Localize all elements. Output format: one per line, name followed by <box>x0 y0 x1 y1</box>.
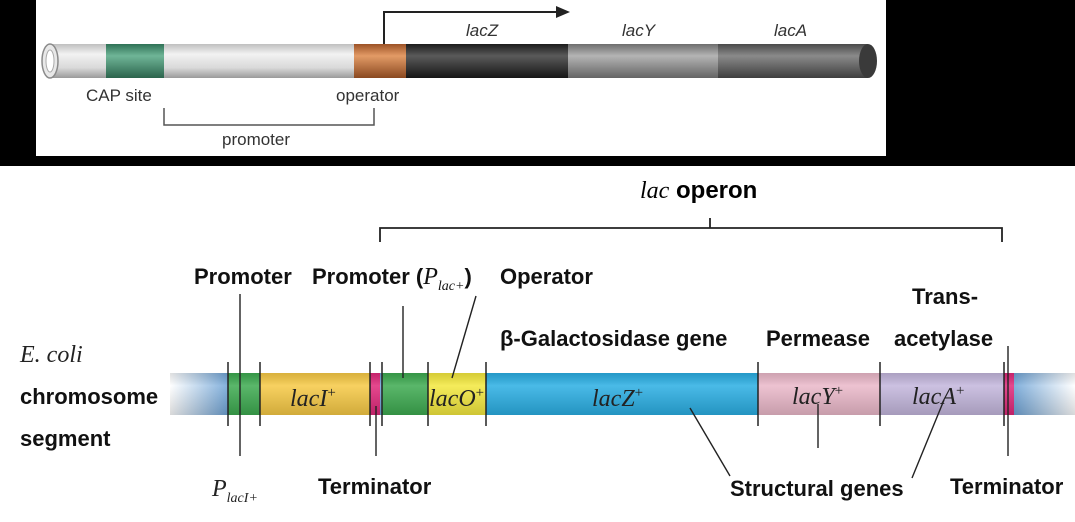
lacz-label: lacZ+ <box>592 385 643 412</box>
cap-site-segment <box>106 44 164 78</box>
lacy-segment <box>568 44 718 78</box>
top-gene-label-lacz: lacZ <box>466 21 499 40</box>
laco-label: lacO+ <box>429 385 484 412</box>
operator-label: Operator <box>500 264 593 289</box>
promoter-bracket <box>163 108 375 126</box>
top-gene-label-lacy: lacY <box>622 21 657 40</box>
lac-operon-bracket <box>379 218 1003 242</box>
top-gene-label-laca: lacA <box>774 21 807 40</box>
promoter-label: Promoter <box>194 264 292 289</box>
top-cap-site-label: CAP site <box>86 86 152 105</box>
placi-label: PlacI+ <box>211 476 258 506</box>
gene-dividers <box>227 362 1005 426</box>
top-operon-diagram: lacZ lacY lacA CAP site operator promote… <box>36 0 886 156</box>
promoter-tube-segment <box>164 44 354 78</box>
bottom-diagram-svg: lac operon <box>19 177 1075 506</box>
transcription-start-arrow <box>383 11 556 44</box>
laca-segment <box>718 44 868 78</box>
structural-genes-label: Structural genes <box>730 476 904 501</box>
lacy-label: lacY+ <box>792 383 843 410</box>
operator-segment <box>354 44 406 78</box>
segment-label: segment <box>20 426 111 451</box>
tube-right-cap <box>859 44 877 78</box>
lac-operon-title: lac operon <box>640 177 757 204</box>
transcription-arrowhead <box>556 6 570 18</box>
tube-left-segment <box>50 44 106 78</box>
lacz-segment <box>406 44 568 78</box>
ecoli-label: E. coli <box>19 342 83 368</box>
top-operator-label: operator <box>336 86 400 105</box>
permease-label: Permease <box>766 326 870 351</box>
top-promoter-label: promoter <box>222 130 290 149</box>
transacetylase-label-line2: acetylase <box>894 326 993 351</box>
terminator-right-label: Terminator <box>950 474 1064 499</box>
terminator-left-label: Terminator <box>318 474 432 499</box>
laci-label: lacI+ <box>290 385 336 412</box>
bar-shading <box>170 373 1075 415</box>
transacetylase-label-line1: Trans- <box>912 284 978 309</box>
laca-label: lacA+ <box>912 383 964 410</box>
promoter-plac-label: Promoter (Plac+) <box>312 264 472 294</box>
leader-lines <box>239 294 1009 479</box>
bottom-operon-diagram: lac operon <box>0 166 1075 522</box>
beta-galactosidase-label: β-Galactosidase gene <box>500 326 727 351</box>
chromosome-label: chromosome <box>20 384 158 409</box>
tube-left-hole <box>45 49 55 73</box>
top-diagram-svg: lacZ lacY lacA CAP site operator promote… <box>41 6 877 149</box>
